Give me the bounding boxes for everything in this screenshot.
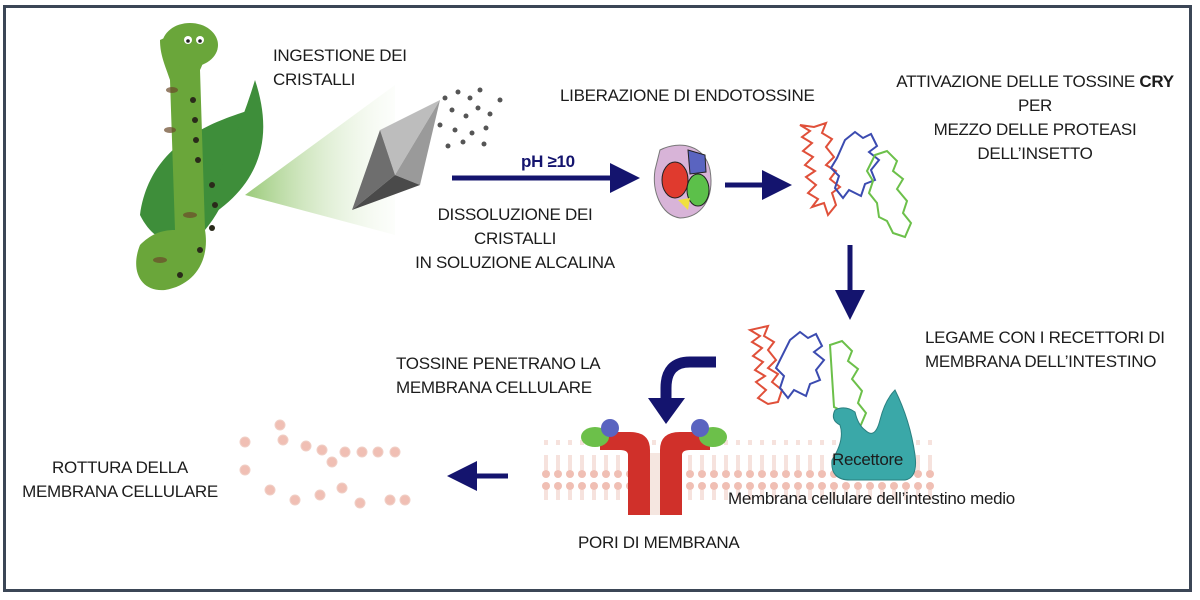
label-penetration-line1: TOSSINE PENETRANO LA [396, 354, 601, 373]
ruptured-membrane-lipids [239, 419, 411, 509]
label-dissolution-line2: IN SOLUZIONE ALCALINA [415, 253, 615, 272]
label-ingestion-line2: CRISTALLI [273, 70, 356, 89]
dissolved-particles [437, 87, 503, 149]
label-binding: LEGAME CON I RECETTORI DI MEMBRANA DELL’… [925, 326, 1165, 374]
endotoxin-icon [653, 144, 712, 219]
arrow-penetration [660, 356, 716, 400]
label-cry: CRY [1139, 72, 1174, 91]
label-rupture-line2: MEMBRANA CELLULARE [22, 482, 218, 501]
label-penetration: TOSSINE PENETRANO LA MEMBRANA CELLULARE [396, 352, 601, 400]
label-dissolution: DISSOLUZIONE DEI CRISTALLI IN SOLUZIONE … [395, 203, 635, 275]
caterpillar-illustration [136, 23, 264, 291]
label-dissolution-line1: DISSOLUZIONE DEI CRISTALLI [437, 205, 593, 248]
crystal-icon [352, 100, 440, 210]
label-binding-line1: LEGAME CON I RECETTORI DI [925, 328, 1165, 347]
label-activation-line1: ATTIVAZIONE DELLE TOSSINE CRY PER [896, 72, 1174, 115]
label-ph: pH ≥10 [521, 152, 575, 171]
label-rupture: ROTTURA DELLA MEMBRANA CELLULARE [20, 456, 220, 504]
activated-toxin-icon [799, 121, 913, 239]
label-release: LIBERAZIONE DI ENDOTOSSINE [560, 86, 815, 105]
label-activation: ATTIVAZIONE DELLE TOSSINE CRY PER MEZZO … [882, 70, 1188, 166]
label-activation-line2: MEZZO DELLE PROTEASI DELL’INSETTO [933, 120, 1137, 163]
label-ingestion: INGESTIONE DEI CRISTALLI [273, 44, 407, 92]
label-binding-line2: MEMBRANA DELL’INTESTINO [925, 352, 1157, 371]
receptor-icon [831, 389, 916, 481]
label-penetration-line2: MEMBRANA CELLULARE [396, 378, 592, 397]
label-ingestion-line1: INGESTIONE DEI [273, 46, 407, 65]
label-receptor: Recettore [832, 450, 904, 469]
label-rupture-line1: ROTTURA DELLA [52, 458, 188, 477]
membrane-pore-icon [581, 419, 727, 515]
label-pores: PORI DI MEMBRANA [578, 533, 740, 552]
label-membrane: Membrana cellulare dell’intestino medio [728, 489, 1015, 508]
